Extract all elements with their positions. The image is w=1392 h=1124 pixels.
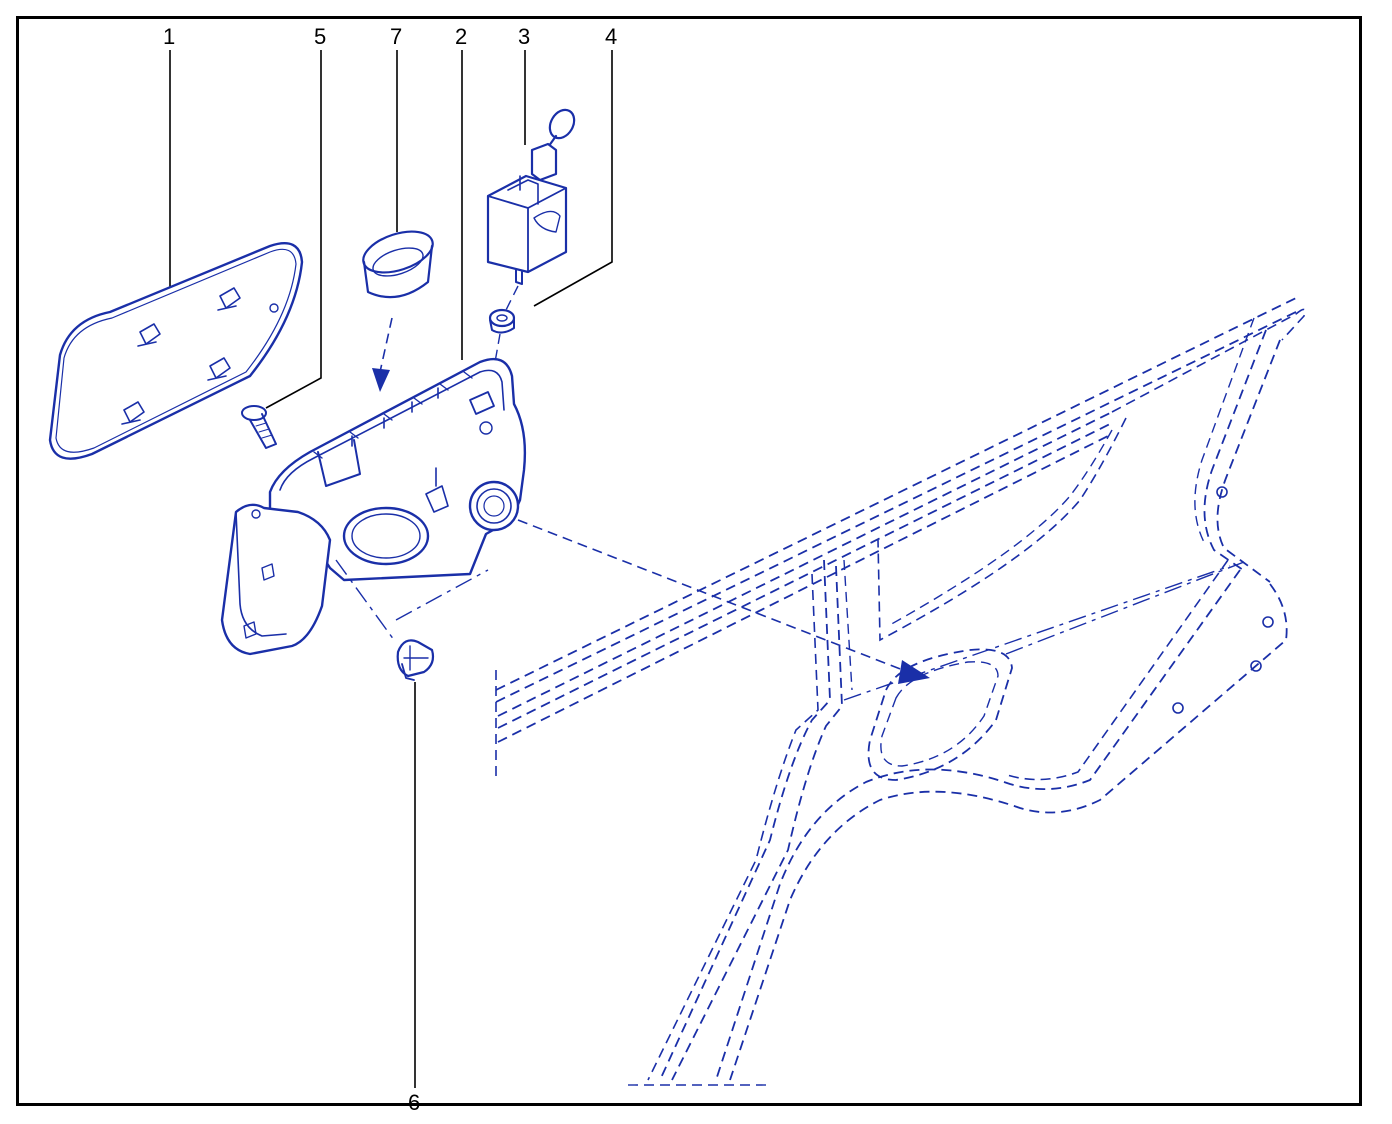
part-clip [335, 559, 489, 681]
callout-label-4: 4 [605, 24, 617, 49]
part-filler-housing [220, 357, 527, 656]
callout-label-7: 7 [390, 24, 402, 49]
part-screw [241, 405, 277, 449]
part-small-grommet [483, 285, 519, 425]
callout-1: 1 [163, 24, 175, 288]
callout-6: 6 [408, 682, 420, 1115]
callout-3: 3 [518, 24, 530, 145]
part-actuator [486, 108, 576, 285]
callout-2: 2 [455, 24, 467, 360]
installation-arrow [517, 519, 930, 684]
callout-4: 4 [533, 24, 617, 307]
callout-label-6: 6 [408, 1090, 420, 1115]
callout-label-3: 3 [518, 24, 530, 49]
callout-5: 5 [265, 24, 326, 409]
callout-label-1: 1 [163, 24, 175, 49]
body-panel [495, 297, 1306, 1086]
callout-label-5: 5 [314, 24, 326, 49]
part-grommet-ring [362, 230, 434, 392]
callout-7: 7 [390, 24, 402, 232]
diagram-frame [16, 16, 1362, 1106]
part-fuel-flap [48, 242, 304, 460]
callout-label-2: 2 [455, 24, 467, 49]
